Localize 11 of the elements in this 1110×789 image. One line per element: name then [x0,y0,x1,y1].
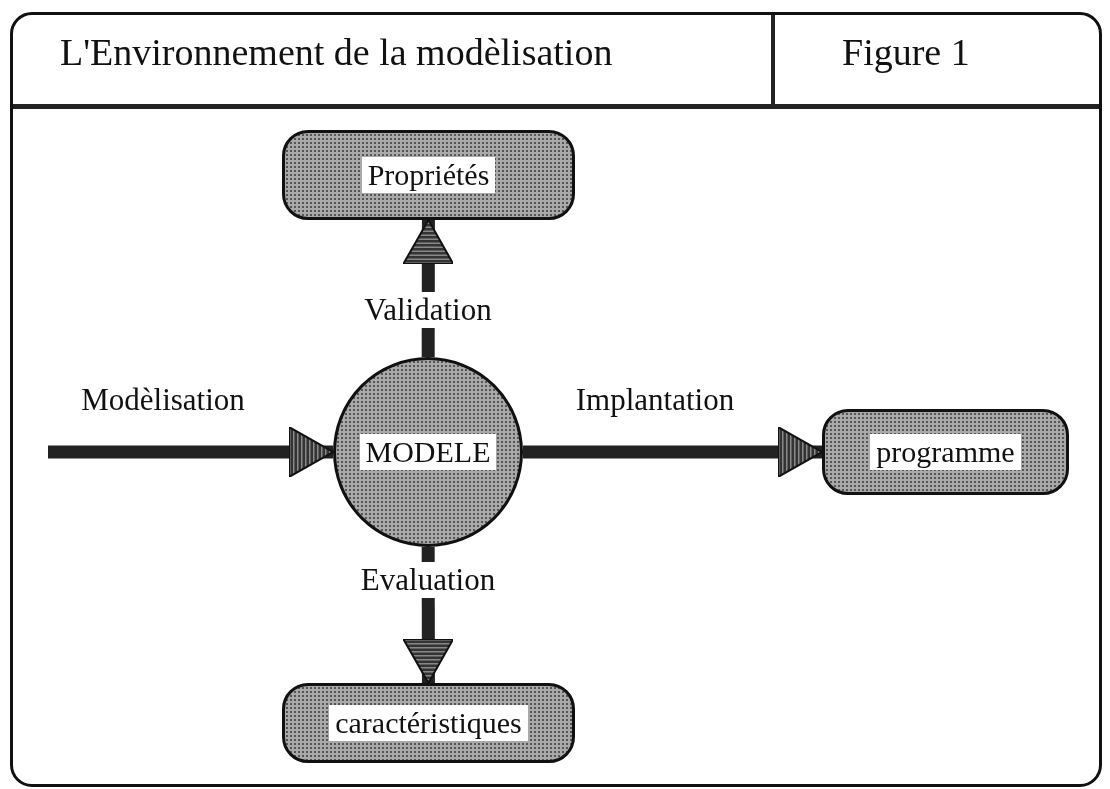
arrow [48,426,334,478]
node-label: Propriétés [361,157,496,193]
node-label: MODELE [359,434,497,470]
arrow [523,426,823,478]
figure-number: Figure 1 [842,30,970,74]
rounded-box [822,409,1069,495]
diagram-title: L'Environnement de la modèlisation [60,30,613,74]
rounded-box [282,130,575,220]
node-label: programme [870,434,1021,470]
rounded-box [282,683,575,763]
node-label: caractéristiques [329,705,528,741]
